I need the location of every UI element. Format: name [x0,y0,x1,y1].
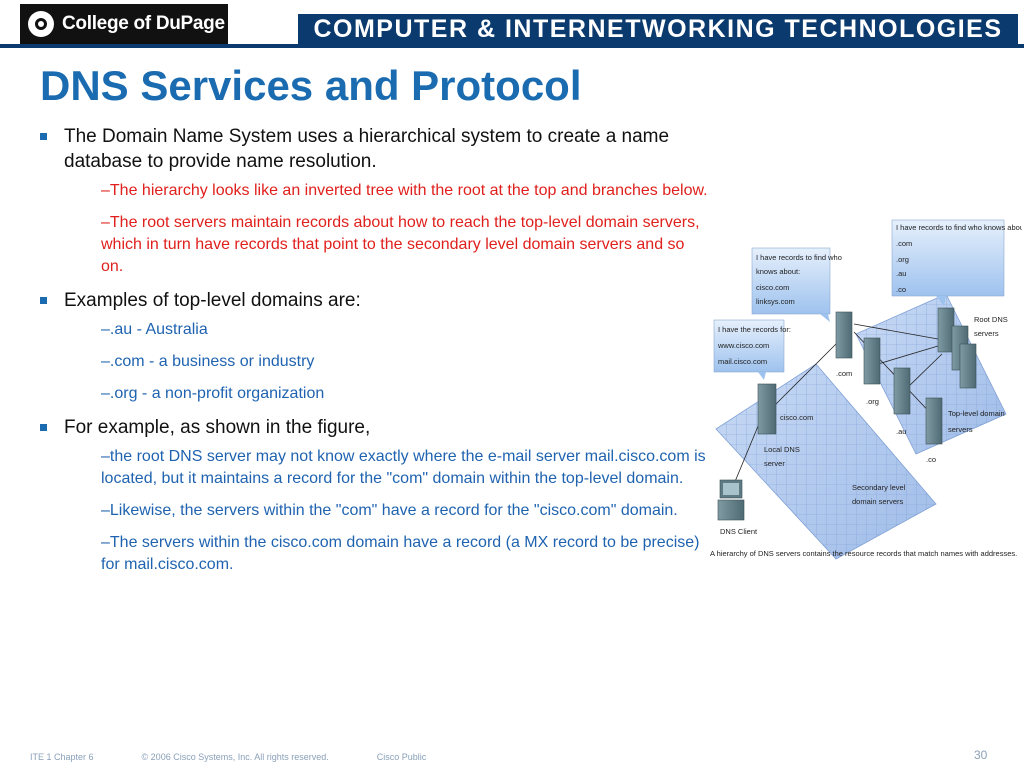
footer-classification: Cisco Public [376,752,427,762]
college-logo-icon [28,11,54,37]
footer-chapter: ITE 1 Chapter 6 [30,752,94,762]
dns-hierarchy-figure: I have records to find who knows about: … [706,214,1022,566]
dns-hierarchy-diagram: I have records to find who knows about: … [710,219,1022,560]
root-callout-line: .org [896,255,909,264]
page-number: 30 [974,748,988,762]
local-callout-line: www.cisco.com [717,341,769,350]
bullet-text: The Domain Name System uses a hierarchic… [64,126,670,172]
dns-client-computer-icon [717,479,745,521]
bullet-group-1: The Domain Name System uses a hierarchic… [38,124,708,278]
com-callout-line: linksys.com [756,297,795,306]
sub-bullet: –.org - a non-profit organization [101,385,325,402]
header-bar: College of DuPage COMPUTER & INTERNETWOR… [0,0,1024,48]
bullet-group-2: Examples of top-level domains are: –.au … [38,288,708,405]
com-callout-line: I have records to find who [756,253,842,262]
header-rule [0,44,1024,48]
square-bullet-icon [40,133,47,140]
sub-bullet: –.au - Australia [101,321,208,338]
square-bullet-icon [40,297,47,304]
bullet-group-3: For example, as shown in the figure, –th… [38,415,708,576]
bullet-text: For example, as shown in the figure, [64,417,371,438]
sub-bullet: –the root DNS server may not know exactl… [101,448,706,487]
root-callout-line: I have records to find who knows about: [896,223,1022,232]
cisco-label: cisco.com [780,413,813,422]
local-callout: I have the records for: www.cisco.com ma… [713,319,791,380]
root-dns-server-icon [937,307,977,389]
bullet-item: The Domain Name System uses a hierarchic… [38,124,708,174]
logo-text: College of DuPage [62,13,225,34]
dns-client-label: DNS Client [720,527,758,536]
com-label: .com [836,369,852,378]
org-label: .org [866,397,879,406]
secondary-label: Secondary level [852,483,906,492]
root-callout: I have records to find who knows about: … [891,219,1022,306]
com-callout-line: knows about: [756,267,800,276]
bullet-item: For example, as shown in the figure, [38,415,708,440]
sub-bullet: –The servers within the cisco.com domain… [101,534,700,573]
slide-footer: ITE 1 Chapter 6 © 2006 Cisco Systems, In… [30,752,474,762]
sub-bullet: –.com - a business or industry [101,353,315,370]
sub-bullet: –The hierarchy looks like an inverted tr… [101,182,708,199]
local-server-label: server [764,459,785,468]
footer-copyright: © 2006 Cisco Systems, Inc. All rights re… [141,752,329,762]
secondary-servers-label: domain servers [852,497,904,506]
figure-caption: A hierarchy of DNS servers contains the … [710,549,1017,558]
college-logo: College of DuPage [20,4,228,44]
root-dns-label: Root DNS [974,315,1008,324]
local-callout-line: mail.cisco.com [718,357,767,366]
top-level-servers-label: servers [948,425,973,434]
local-dns-server-icon [757,383,777,435]
top-level-label: Top-level domain [948,409,1005,418]
local-dns-label: Local DNS [764,445,800,454]
com-callout-line: cisco.com [756,283,789,292]
sub-bullet: –Likewise, the servers within the "com" … [101,502,678,519]
local-callout-line: I have the records for: [718,325,791,334]
top-level-server-icon [835,311,943,445]
au-label: .au [896,427,906,436]
bullet-item: Examples of top-level domains are: [38,288,708,313]
co-label: .co [926,455,936,464]
root-callout-line: .com [896,239,912,248]
root-servers-label: servers [974,329,999,338]
sub-bullet: –The root servers maintain records about… [101,214,700,275]
slide-content: The Domain Name System uses a hierarchic… [38,124,708,586]
bullet-text: Examples of top-level domains are: [64,290,361,311]
root-callout-line: .au [896,269,906,278]
square-bullet-icon [40,424,47,431]
slide-title: DNS Services and Protocol [40,62,582,109]
program-banner: COMPUTER & INTERNETWORKING TECHNOLOGIES [298,14,1018,44]
root-callout-line: .co [896,285,906,294]
banner-text: COMPUTER & INTERNETWORKING TECHNOLOGIES [313,14,1003,43]
com-callout: I have records to find who knows about: … [751,247,842,322]
